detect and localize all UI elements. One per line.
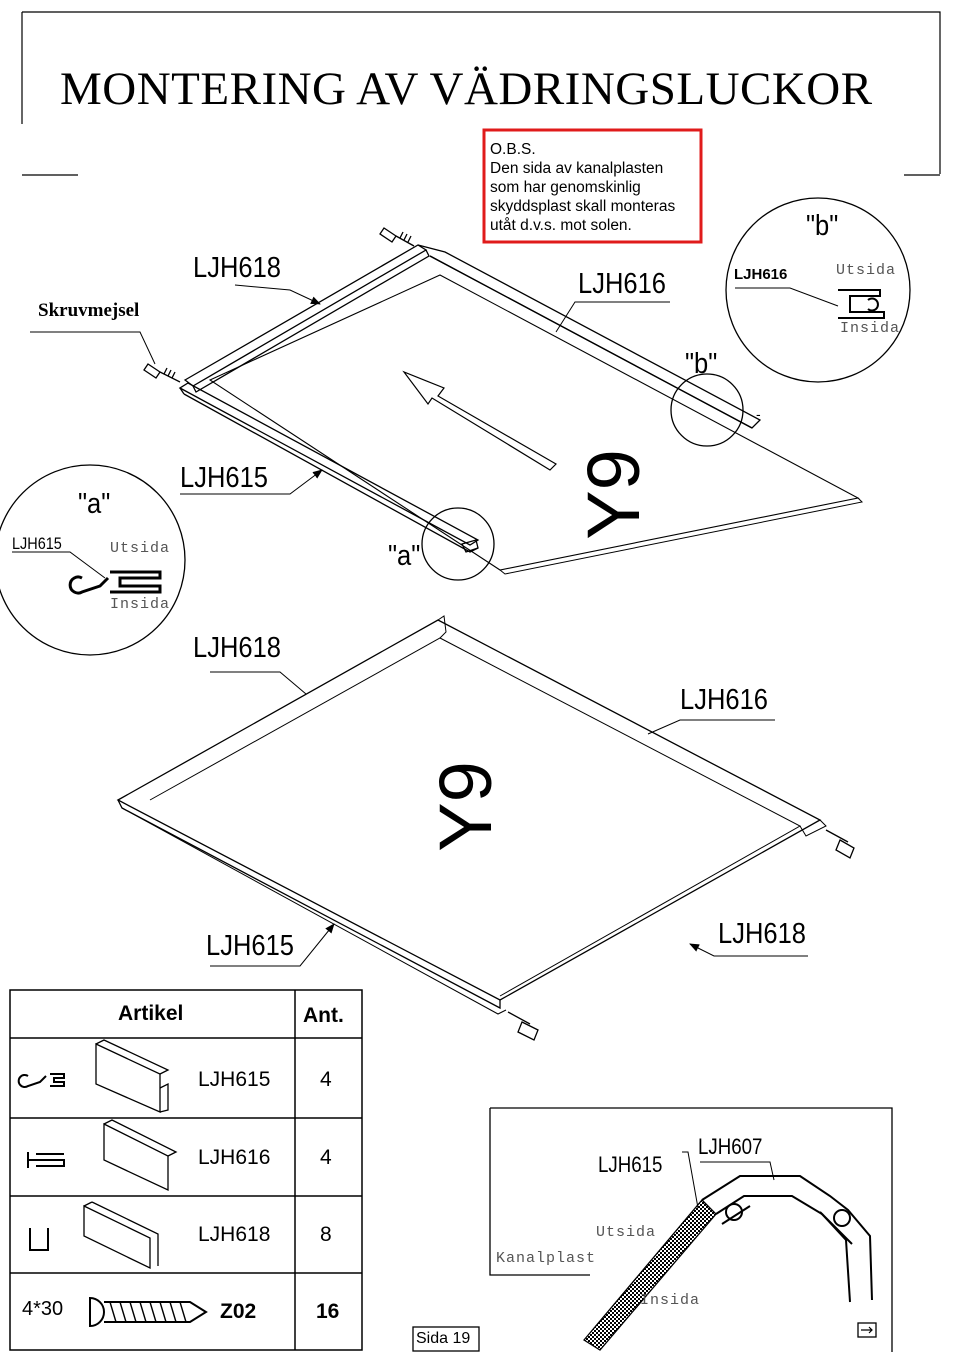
bottom-ljh618-left-label: LJH618 [193, 632, 281, 664]
note-line: O.B.S. [490, 141, 536, 158]
detail-a-title: "a" [78, 488, 111, 520]
bottom-ljh618-right-label: LJH618 [718, 918, 806, 950]
dash-mark: - [756, 406, 761, 422]
table-row-code: LJH615 [198, 1068, 271, 1091]
section-outside-label: Utsida [596, 1224, 657, 1241]
bottom-ljh616-label: LJH616 [680, 684, 768, 716]
section-ljh615-label: LJH615 [598, 1152, 663, 1177]
detail-b-outside: Utsida [836, 262, 897, 279]
top-ljh618-label: LJH618 [193, 252, 281, 284]
table-header-ant: Ant. [303, 1004, 344, 1027]
detail-a-inside: Insida [110, 596, 171, 613]
note-line: skyddsplast skall monteras [490, 198, 676, 215]
table-row-qty: 4 [320, 1146, 332, 1169]
table-row-qty: 4 [320, 1068, 332, 1091]
section-kanalplast-label: Kanalplast [496, 1250, 597, 1267]
table-row-code: LJH618 [198, 1223, 271, 1246]
bottom-ljh615-label: LJH615 [206, 930, 294, 962]
top-panel [30, 227, 864, 575]
top-ljh615-label: LJH615 [180, 462, 268, 494]
note-text: O.B.S. Den sida av kanalplasten som har … [490, 140, 675, 235]
detail-a-outside: Utsida [110, 540, 171, 557]
section-detail [489, 1107, 893, 1352]
section-inside-label: Insida [640, 1292, 701, 1309]
note-box [482, 128, 703, 244]
screwdriver-label: Skruvmejsel [38, 300, 140, 321]
table-header-artikel: Artikel [118, 1002, 184, 1025]
top-ljh616-label: LJH616 [578, 268, 666, 300]
marker-a-label: "a" [388, 540, 421, 572]
table-row-qty: 8 [320, 1223, 332, 1246]
marker-b-circle [670, 373, 744, 447]
page-number: Sida 19 [416, 1330, 471, 1347]
table-row-qty: 16 [316, 1300, 340, 1323]
parts-table [9, 989, 363, 1351]
detail-b [725, 197, 911, 383]
detail-b-title: "b" [806, 210, 839, 242]
detail-a-part: LJH615 [12, 534, 62, 553]
marker-b-label: "b" [685, 348, 718, 380]
detail-a [0, 464, 186, 656]
page-label-box [412, 1326, 480, 1352]
section-ljh607-label: LJH607 [698, 1134, 763, 1159]
top-y9-label: Y9 [571, 449, 655, 540]
table-row-size: 4*30 [22, 1298, 64, 1320]
bottom-y9-label: Y9 [423, 761, 507, 852]
table-row-code: LJH616 [198, 1146, 271, 1169]
detail-b-inside: Insida [840, 320, 901, 337]
top-screws [143, 227, 415, 383]
title-frame [21, 11, 941, 176]
table-icons [17, 1039, 208, 1328]
note-line: som har genomskinlig [490, 179, 641, 196]
page-title: MONTERING AV VÄDRINGSLUCKOR [60, 63, 873, 115]
note-line: utåt d.v.s. mot solen. [490, 217, 632, 234]
detail-b-part: LJH616 [734, 266, 788, 283]
bottom-panel [116, 615, 855, 1041]
table-row-code: Z02 [220, 1300, 257, 1323]
marker-a-circle [421, 507, 495, 581]
note-line: Den sida av kanalplasten [490, 160, 664, 177]
